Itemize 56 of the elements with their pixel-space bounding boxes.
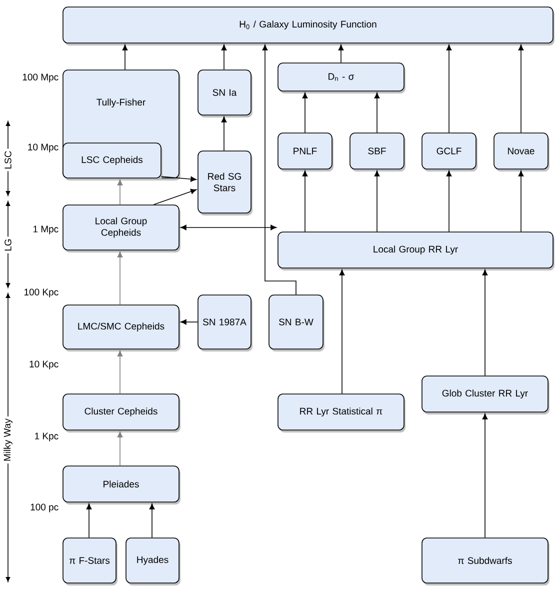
arrow	[446, 170, 452, 232]
method-box: Pleiades	[62, 466, 180, 504]
method-box: SN B-W	[268, 294, 324, 352]
method-box: π Subdwarfs	[422, 538, 550, 586]
arrow	[518, 44, 524, 133]
method-box: SN 1987A	[198, 294, 252, 352]
scale-label: 100 Mpc	[22, 74, 58, 82]
arrow	[149, 503, 155, 538]
arrow	[374, 92, 380, 133]
method-box: Novae	[494, 132, 550, 172]
scale-label: 10 Kpc	[30, 360, 58, 370]
method-box: SBF	[350, 132, 406, 172]
method-box: Local Group RR Lyr	[278, 232, 554, 270]
method-box: GCLF	[422, 132, 478, 172]
arrow	[338, 44, 344, 63]
range-label: Milky Way	[2, 416, 14, 464]
arrow	[117, 179, 123, 206]
range-label: LSC	[2, 148, 14, 172]
arrow	[482, 413, 488, 538]
arrow	[180, 224, 277, 230]
method-box: Red SG Stars	[198, 150, 252, 216]
arrow	[161, 176, 197, 182]
method-box: Cluster Cepheids	[62, 394, 180, 432]
arrow	[518, 170, 524, 232]
method-box: Local Group Cepheids	[62, 204, 180, 252]
arrow	[302, 170, 308, 232]
arrow	[339, 269, 345, 394]
method-box: SN Ia	[198, 70, 252, 118]
arrow	[122, 44, 128, 70]
arrow	[482, 269, 488, 376]
arrow	[117, 431, 123, 466]
method-box: D$_{n}$ - σ	[278, 62, 406, 94]
method-box: Glob Cluster RR Lyr	[422, 376, 550, 414]
arrow	[153, 188, 197, 206]
arrow	[117, 350, 123, 394]
method-box: Hyades	[126, 538, 180, 586]
range-label: LG	[2, 236, 14, 254]
method-box: H$_{0}$ / Galaxy Luminosity Function	[62, 6, 554, 46]
arrow	[262, 44, 296, 295]
method-box: π F-Stars	[62, 538, 118, 586]
method-box: PNLF	[278, 132, 334, 172]
arrow	[446, 44, 452, 133]
scale-label: 100 pc	[30, 504, 58, 512]
arrow	[180, 319, 198, 325]
method-box: LMC/SMC Cepheids	[62, 304, 180, 352]
method-box: RR Lyr Statistical π	[278, 394, 406, 432]
scale-label: 100 Kpc	[24, 288, 58, 298]
scale-label: 1 Kpc	[35, 432, 58, 442]
arrow	[302, 92, 308, 133]
arrow	[374, 170, 380, 232]
arrow	[221, 116, 227, 151]
method-box: LSC Cepheids	[62, 142, 162, 180]
arrow	[117, 251, 123, 305]
arrow	[221, 44, 227, 70]
scale-label: 10 Mpc	[28, 144, 58, 152]
arrow	[86, 503, 92, 538]
